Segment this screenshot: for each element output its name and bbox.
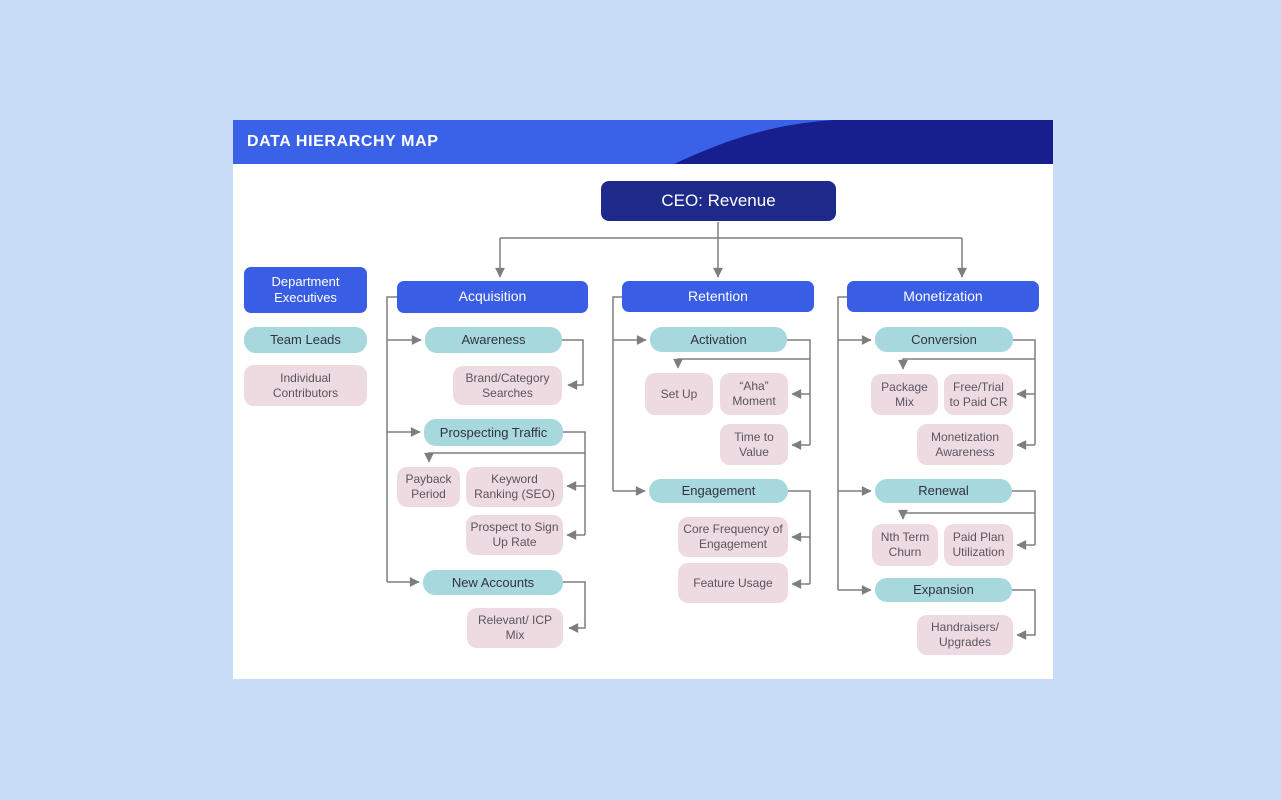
node-awareness: Awareness [425,327,562,353]
node-expansion: Expansion [875,578,1012,602]
node-set-up: Set Up [645,373,713,415]
node-retention: Retention [622,281,814,312]
node-engagement: Engagement [649,479,788,503]
node-activation: Activation [650,327,787,352]
title-bar: DATA HIERARCHY MAP [233,120,1053,164]
header-swoosh-decoration [674,120,1053,164]
node-keyword-ranking-seo: Keyword Ranking (SEO) [466,467,563,507]
legend-individual-contributors: Individual Contributors [244,365,367,406]
node-monetization-awareness: Monetization Awareness [917,424,1013,465]
node-prospecting-traffic: Prospecting Traffic [424,419,563,446]
node-acquisition: Acquisition [397,281,588,313]
node-nth-term-churn: Nth Term Churn [872,524,938,566]
node-feature-usage: Feature Usage [678,563,788,603]
node-free-trial-to-paid-cr: Free/Trial to Paid CR [944,374,1013,415]
node-aha-moment: “Aha” Moment [720,373,788,415]
node-relevant-icp-mix: Relevant/ ICP Mix [467,608,563,648]
node-conversion: Conversion [875,327,1013,352]
node-renewal: Renewal [875,479,1012,503]
node-handraisers-upgrades: Handraisers/ Upgrades [917,615,1013,655]
node-prospect-to-sign-up-rate: Prospect to Sign Up Rate [466,515,563,555]
node-package-mix: Package Mix [871,374,938,415]
hierarchy-card: DATA HIERARCHY MAP CEO: Revenue Departme… [233,120,1053,679]
node-new-accounts: New Accounts [423,570,563,595]
node-ceo-revenue: CEO: Revenue [601,181,836,221]
page-title: DATA HIERARCHY MAP [247,133,439,150]
node-paid-plan-utilization: Paid Plan Utilization [944,524,1013,566]
node-brand-category-searches: Brand/Category Searches [453,366,562,405]
legend-department-executives: Department Executives [244,267,367,313]
node-time-to-value: Time to Value [720,424,788,465]
node-payback-period: Payback Period [397,467,460,507]
node-monetization: Monetization [847,281,1039,312]
node-core-frequency-of-engagement: Core Frequency of Engagement [678,517,788,557]
legend-team-leads: Team Leads [244,327,367,353]
